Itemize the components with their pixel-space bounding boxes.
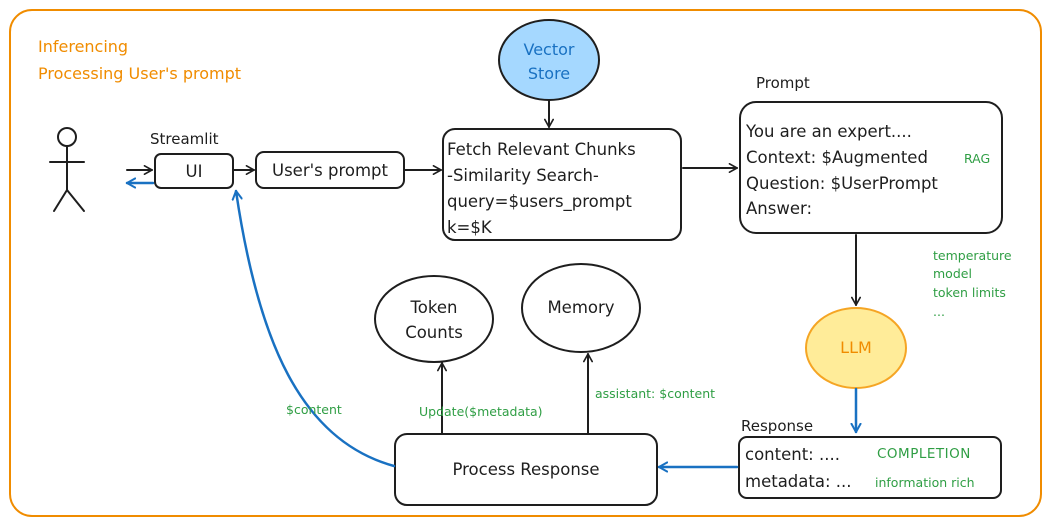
memory-node	[521, 263, 641, 353]
prompt-box	[739, 101, 1003, 234]
prompt-line-4: Answer:	[746, 199, 812, 218]
llm-param-token-limits: token limits	[933, 285, 1006, 300]
update-metadata-label: Update($metadata)	[419, 404, 543, 419]
process-response-box	[394, 433, 658, 506]
token-counts-label-2: Counts	[405, 323, 463, 342]
llm-label: LLM	[840, 338, 872, 357]
response-box	[738, 436, 1002, 499]
streamlit-label: Streamlit	[150, 130, 219, 148]
users-prompt-label: User's prompt	[272, 161, 389, 180]
assistant-content-label: assistant: $content	[595, 386, 715, 401]
outer-frame	[9, 9, 1042, 517]
fetch-chunks-box	[442, 128, 682, 241]
response-content-line: content: ....	[745, 445, 840, 464]
vector-store-node	[498, 19, 600, 101]
prompt-line-3: Question: $UserPrompt	[746, 174, 938, 193]
prompt-line-1: You are an expert....	[745, 122, 912, 141]
fetch-line-2: -Similarity Search-	[447, 166, 599, 185]
content-back-label: $content	[286, 402, 342, 417]
fetch-line-3: query=$users_prompt	[447, 192, 632, 212]
llm-param-ellipsis: ...	[933, 304, 945, 319]
diagram-title-line-1: Inferencing	[38, 37, 128, 56]
llm-param-model: model	[933, 266, 972, 281]
ui-box	[154, 153, 234, 189]
prompt-line-2: Context: $Augmented	[746, 148, 928, 167]
vector-store-label-2: Store	[528, 64, 570, 83]
memory-label: Memory	[547, 298, 614, 317]
vector-store-label-1: Vector	[524, 40, 575, 59]
user-stick-figure-icon	[49, 127, 85, 212]
response-section-label: Response	[741, 417, 813, 435]
response-info-rich-tag: information rich	[875, 475, 975, 490]
token-counts-node	[374, 275, 494, 363]
token-counts-label-1: Token	[410, 298, 458, 317]
fetch-line-4: k=$K	[447, 218, 493, 237]
response-metadata-line: metadata: ...	[745, 472, 852, 491]
prompt-section-label: Prompt	[756, 74, 810, 92]
process-response-label: Process Response	[452, 460, 599, 479]
llm-param-temperature: temperature	[933, 248, 1012, 263]
arrow-process-to-ui	[236, 189, 396, 468]
diagram-title-line-2: Processing User's prompt	[38, 64, 241, 83]
response-completion-tag: COMPLETION	[877, 446, 971, 462]
fetch-line-1: Fetch Relevant Chunks	[447, 140, 636, 159]
ui-label: UI	[186, 162, 203, 181]
prompt-rag-tag: RAG	[964, 151, 990, 166]
